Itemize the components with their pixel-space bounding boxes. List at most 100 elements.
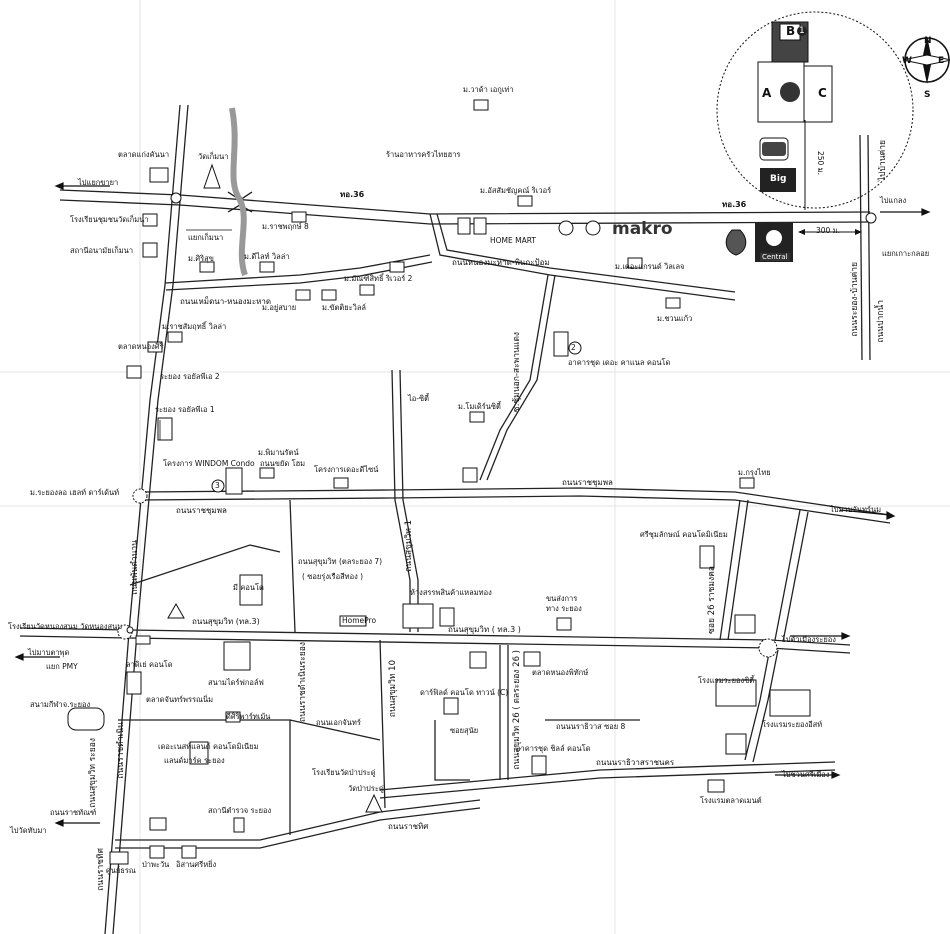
label-road-chatchai-b: ถนนเอกจันทร์ [316,718,361,727]
compass-icon [902,36,950,84]
label-yaek-tham-na: แยกเก็มนา [188,233,224,242]
label-to-klaeng: ไปวัดทับมา [10,826,47,835]
label-m-chaofa: ม.ระยองลอ เฮลท์ ดาร์เด้นท์ [30,488,120,497]
label-hotel-royal: โรงแรมตลาดเมนต์ [700,796,762,805]
inset-detail [716,11,914,235]
label-to-kaeng: ไปแยกขายา [78,178,119,187]
label-rayong-resort-1: ระยอง รอยัลพีเอ 1 [155,405,215,414]
label-rayong-resort-2: ระยอง รอยัลพีเอ 2 [160,372,220,381]
label-rachaphat-condo: ลาดิเย่ คอนโด [126,660,173,669]
label-condo-plus: ศรีชุมลักษณ์ คอนโดมิเนียม [640,530,728,539]
label-the-nest: เดอะเนสท์แลนด์ คอนโดมิเนียม [158,742,259,751]
compass-n: N [924,36,932,46]
roundabout-icons [117,192,877,658]
label-mi-condo: มี คอนโด [233,583,264,592]
label-ban-tai-sq: ศูนย์ธรณ [106,866,136,875]
label-m-rajasak: ม.ราชพฤกษ์ 8 [262,222,309,231]
label-bangkok-school: โรงแรมระยองซิตี้ [698,676,755,685]
label-to-city: ไปตัวเมืองระยอง [782,635,836,644]
label-m-major: ม.โมเดิร์นซิตี้ [458,402,501,411]
label-road-chatchai: ถนนสุขุมวิท 10 [388,660,398,718]
label-rayong-sq: แลนด์มาร์ค ระยอง [164,756,225,765]
label-m-delight: ม.ดีไลท์ วิลล่า [244,252,290,261]
direction-arrows [14,182,931,827]
label-road-nong-kham: ถนนพันตำนาน [130,540,140,595]
label-road-rajchum-1: ถนนราชชุมพล [176,506,227,515]
temple-icon [167,163,383,813]
label-road-36b: ทอ.36 [722,200,747,209]
label-rayong-palace: โรงแรมระยองอีสท์ [762,720,823,729]
label-school-nong: โรงเรียนวัดหนองสนม วัดหนองสนม [8,622,123,631]
label-road-sr-rayong: ถนนสุขุมวิท ระยอง [88,738,98,808]
inset-label-c: C [818,86,827,100]
label-m-aston: ม.อัสสัมชัญคณ์ ริเวอร์ [480,186,552,195]
label-num-3: 3 [215,481,220,490]
bigc-logo [760,168,796,192]
label-srila: อิสานศรีหยิ่ง [176,860,217,869]
inset-label-b-num: 1 [797,26,807,36]
marker-circles [211,341,582,493]
label-m-kantarat: ม.ขัตติยะวิลล์ [322,303,367,312]
label-wat-pa-pradu: วัดป่าประดู่ [348,784,384,793]
label-m-rajpruk-3: ม.วาด้า เอกูเท่า [463,85,514,94]
star-icon [558,220,601,236]
makro-logo: makro [612,219,673,239]
label-road-chumchon: ซ.ชุ้มนอก-สะพานแดง [512,332,522,413]
label-road-naresuan: ถนนนราธิวาสราชนคร [596,758,675,767]
label-to-map-ta-phut2: ไปมาบตาพุด [28,648,70,657]
label-m-saen: ม.ชวนแก้ว [657,314,693,323]
label-road-ratchadamnoen: ถนนราชดำเนินระยอง [298,642,308,723]
label-road-sukhumvit-soi7: ถนนสุขุมวิท (ตลระยอง 7) [298,557,383,566]
label-central: Central [760,253,790,261]
label-yaek-pmy: แยก PMY [46,662,78,671]
label-m-siri: ม.ศิริสุข [188,254,214,263]
label-road-soi-1: ถนนสุขุมวิท 1 [404,520,414,572]
label-m-piman: ม.พิมานรัตน์ [258,448,299,457]
label-soi-bomb: ซอยสุนัย [450,726,479,735]
label-to-map-ta-phut: ไปมาบจันทร์นุม [830,505,882,514]
compass-e: E [938,56,945,66]
compass-s: S [924,90,931,100]
label-talad-nong-rai: ตลาดหนองพิทักษ์ [532,668,589,677]
label-dist-300: 300 ม. [816,226,841,235]
label-num-2: 2 [571,343,576,352]
label-road-36: ทอ.36 [340,190,365,199]
home-mart-icon [457,217,487,235]
leader-lines [159,229,232,440]
label-hospital-kaeng: สถานีอนามัยเก็มนา [70,246,134,255]
label-yaek-kho-kham: แยกเกาะกลอย [882,249,930,258]
label-talad-rayong: ตลาดจันทร์พรรณนิ่ม [146,695,214,704]
label-road-rayong-nam: ถนนระยอง-บ้านค่าย [850,262,860,337]
label-police: สถานีตำรวจ ระยอง [208,806,272,815]
label-to-klaeng-r: ไปแกลง [880,196,907,205]
label-big-c: Big [770,174,787,184]
label-road-nong-mahad: ถนนหนองมะหาด-พินกะป้อม [452,258,550,267]
compass-w: W [902,56,912,66]
label-road-pak-nam: ถนนปากน้ำ [876,300,886,343]
label-m-mahachai: ม.มัณฑิสิทธิ์ ริเวอร์ 2 [344,274,413,283]
label-road-sukhumvit-3: ถนนสุขุมวิท (ทล.3) [192,617,260,626]
label-soi-ploi: ( ซอยรุ่งเรือสีทอง ) [302,572,364,581]
label-m-krungthai: ม.กรุงไทย [738,468,771,477]
label-talad-nong-siri: ตลาดหนองศิริ [118,342,164,351]
label-dept-store: ห้างสรรพสินค้าแหลมทอง [410,588,492,597]
label-school-kaeng: โรงเรียนชุมชนวัดเก็มนา [70,215,149,224]
river [229,107,248,277]
pttlogo-icon [725,229,747,256]
label-road-yasothon: ซอย 26 ราชมงคล [707,566,717,634]
label-rayong-temple-school: โรงเรียนวัดป่าประดู่ [312,768,376,777]
label-chalermphan: ดีศิริพาร์ทเม้น [226,712,271,721]
label-to-sriracha: ไปชวนศรีเมือง [782,770,830,779]
label-road-naresuan-8: ถนนนราธิวาส ซอย 8 [556,722,626,731]
label-m-grand: ม.เดอะแกรนด์ วิลเลจ [615,262,685,271]
label-condo-arc: อาคารชุด ชิลล์ คอนโด [516,744,591,753]
label-road-rat-b: ถนนราชทิศ [96,848,106,891]
label-road-rajchum-2: ถนนราชชุมพล [562,478,613,487]
label-road-mueang: ถนนราชดำเนิน [116,722,126,779]
label-windom: โครงการ WINDOM Condo [163,459,255,468]
label-road-ratrom: ถนนราชทิศ [388,822,429,831]
label-a-plus: อาคารชุด เดอะ คาแนล คอนโด [568,358,671,367]
